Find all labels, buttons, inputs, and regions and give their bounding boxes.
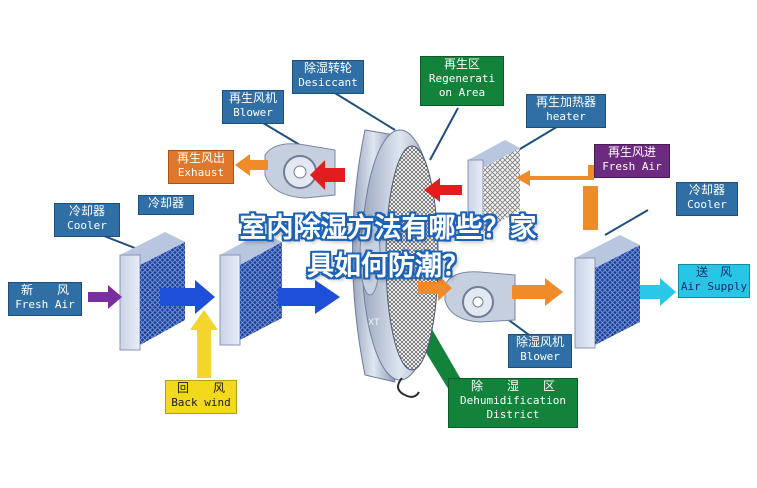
cooler-right-label: 冷却器 Cooler: [676, 182, 738, 216]
airflow-arrows: [88, 154, 676, 378]
exhaust-label-zh: 再生风出: [176, 151, 225, 165]
regen-blower-fan: [264, 143, 336, 199]
exhaust-label-en: Exhaust: [177, 166, 225, 179]
dehum-blower-label-zh: 除湿风机: [515, 335, 564, 349]
regeneration-area-label-en1: Regenerati: [428, 72, 496, 85]
dehum-district-label-en1: Dehumidification: [460, 394, 566, 407]
regeneration-area-label-zh: 再生区: [443, 57, 480, 71]
dehum-blower-label: 除湿风机 Blower: [508, 334, 572, 368]
regen-fresh-air-label-en: Fresh Air: [602, 160, 662, 173]
air-supply-label-zh: 送 风: [695, 265, 732, 279]
fresh-air-label: 新 风 Fresh Air: [8, 282, 82, 316]
regen-heater-label: 再生加热器 heater: [526, 94, 606, 128]
air-supply-label-en: Air Supply: [680, 280, 748, 293]
dehum-blower-fan: [444, 271, 516, 323]
desiccant-label: 除湿转轮 Desiccant: [292, 60, 364, 94]
dehum-district-label-en2: District: [486, 407, 540, 421]
heater-unit: [467, 140, 520, 232]
cooler-mid-unit: [219, 232, 282, 346]
fresh-air-label-en: Fresh Air: [15, 298, 75, 311]
exhaust-label: 再生风出 Exhaust: [168, 150, 234, 184]
dehum-district-label-zh: 除 湿 区: [470, 379, 555, 393]
cooler-right-label-zh: 冷却器: [688, 183, 725, 197]
cooler-left-label: 冷却器 Cooler: [54, 203, 120, 237]
cooler-left-label-en: Cooler: [67, 219, 107, 232]
fresh-air-label-zh: 新 风: [20, 283, 69, 297]
cooler-mid-label-zh: 冷却器: [147, 196, 184, 210]
cooler-right-label-en: Cooler: [687, 198, 727, 211]
regen-fresh-air-label-zh: 再生风进: [607, 145, 656, 159]
rotation-arrow: [397, 377, 420, 398]
regen-blower-label-en: Blower: [233, 106, 273, 119]
cooler-right-unit: [574, 235, 640, 349]
desiccant-label-zh: 除湿转轮: [303, 61, 352, 75]
desiccant-wheel: [352, 129, 439, 383]
regeneration-area-label-en2: on Area: [438, 85, 486, 99]
overlay-title-line2: 具如何防潮？: [307, 251, 469, 282]
back-wind-label-en: Back wind: [171, 396, 231, 409]
regen-blower-label-zh: 再生风机: [228, 91, 277, 105]
regen-heater-label-zh: 再生加热器: [535, 95, 596, 109]
dehum-district-label: 除 湿 区 Dehumidification District: [448, 378, 578, 428]
back-wind-label: 回 风 Back wind: [165, 380, 237, 414]
regen-blower-label: 再生风机 Blower: [222, 90, 284, 124]
regeneration-area-label: 再生区 Regenerati on Area: [420, 56, 504, 106]
desiccant-label-en: Desiccant: [298, 76, 358, 89]
back-wind-label-zh: 回 风: [176, 381, 225, 395]
watermark: XT: [368, 318, 380, 328]
regen-heater-label-en: heater: [546, 110, 586, 123]
regen-fresh-air-label: 再生风进 Fresh Air: [594, 144, 670, 178]
dehum-blower-label-en: Blower: [520, 350, 560, 363]
cooler-mid-label: 冷却器: [138, 195, 194, 215]
cooler-left-label-zh: 冷却器: [68, 204, 105, 218]
overlay-title: 室内除湿方法有哪些？家 具如何防潮？: [118, 210, 658, 286]
overlay-title-line1: 室内除湿方法有哪些？家: [239, 213, 537, 244]
air-supply-label: 送 风 Air Supply: [678, 264, 750, 298]
